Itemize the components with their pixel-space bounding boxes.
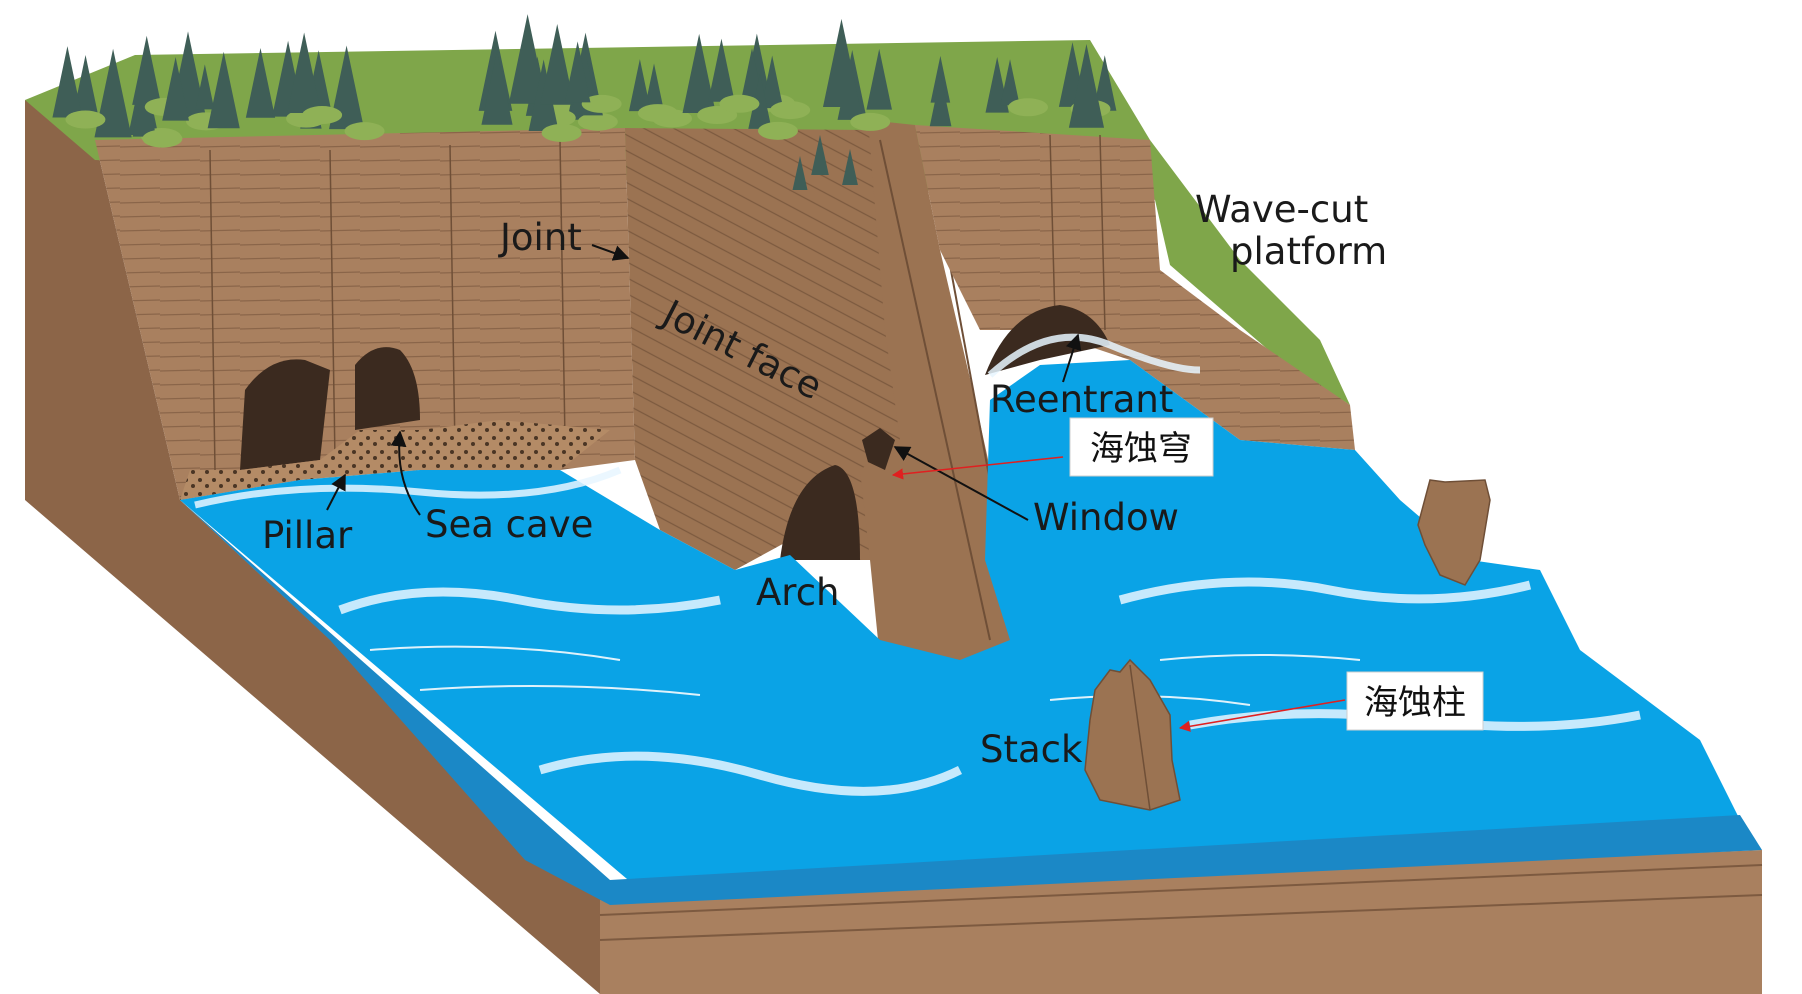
sea-cave-opening [355,347,420,430]
water-surface [180,360,1740,890]
cliff-face-main [95,128,635,500]
pine-tree [929,74,952,127]
pine-tree [866,48,892,110]
sea-arch-red-arrow [891,456,1064,480]
label-sea-cave: Sea cave [425,503,593,546]
block-front-bottom [600,850,1762,994]
wave-cut-slope [1150,140,1350,405]
water-side-left [180,500,610,905]
pine-tree [811,135,829,175]
red-arrows [891,456,1346,732]
pine-tree [72,54,99,117]
cn-label-sea-stack: 海蚀柱 [1346,671,1484,731]
pine-tree [761,55,784,109]
sea-cave-deposit [180,420,610,500]
pine-tree [132,35,162,105]
shrub [757,121,798,140]
forest [52,14,1117,190]
pointer-arrows [326,244,1082,521]
shrub [65,110,106,129]
pine-tree [628,59,651,112]
pine-tree [792,156,808,190]
shrub [581,94,622,113]
pine-tree [287,32,322,114]
pine-tree [682,33,716,114]
pine-tree [822,18,860,107]
pillar-cave-left [240,359,330,470]
pine-tree [481,50,513,125]
shrub [637,104,678,123]
cn-label-sea-arch: 海蚀穹 [1069,417,1214,477]
pine-tree [132,80,157,137]
reentrant-arrow [1062,333,1082,383]
cliff-face-right [915,125,1355,450]
pine-tree [708,38,735,102]
window-arrow [893,446,1029,521]
pine-tree [1000,59,1020,106]
shrub [770,101,811,120]
shrub [1008,98,1049,117]
cn-label-sea-arch-text: 海蚀穹 [1090,429,1192,469]
sea-cave-arrow [390,430,421,516]
sea-stack-red-arrow [1178,699,1346,732]
sea [180,333,1762,905]
foam-wave [987,333,1201,378]
label-pillar: Pillar [262,514,353,557]
water-side-front [610,815,1762,905]
arch-opening [780,465,860,560]
foam-wave [1118,577,1532,605]
pine-tree [1093,55,1117,111]
pine-tree [329,45,365,130]
label-joint: Joint [498,216,582,259]
shrub [541,123,582,142]
small-stack [1417,479,1491,586]
stack-rock [1084,658,1181,811]
foam-wave [194,466,622,509]
shrub [577,112,618,131]
window-opening [862,428,895,470]
pine-tree [245,48,276,118]
shrub [344,122,385,141]
label-window: Window [1033,496,1179,539]
shrub [302,106,343,125]
joint-arrow [591,244,630,261]
foam-wave [538,751,963,796]
label-wave-cut: Wave-cut [1195,188,1368,231]
label-reentrant: Reentrant [990,378,1173,421]
cave-features [180,305,1110,560]
pine-tree [162,56,189,121]
label-stack: Stack [980,728,1083,771]
stacks [1084,479,1491,811]
foam-wave [338,587,721,615]
cliff [95,120,1355,690]
cn-label-sea-stack-text: 海蚀柱 [1364,683,1466,723]
pine-tree [207,51,240,129]
shrub [142,129,183,148]
shrub [850,112,891,131]
pine-tree [508,14,547,104]
pine-tree [52,46,83,118]
shrub [719,94,760,113]
pine-tree [540,23,575,105]
label-platform: platform [1230,230,1387,273]
label-arch: Arch [756,571,840,614]
pine-tree [842,149,858,185]
pine-tree [1068,44,1105,128]
pine-tree [748,73,772,129]
pine-tree [564,41,591,103]
pine-tree [94,48,132,138]
pine-tree [195,64,215,110]
pillar-arrow [326,473,346,511]
